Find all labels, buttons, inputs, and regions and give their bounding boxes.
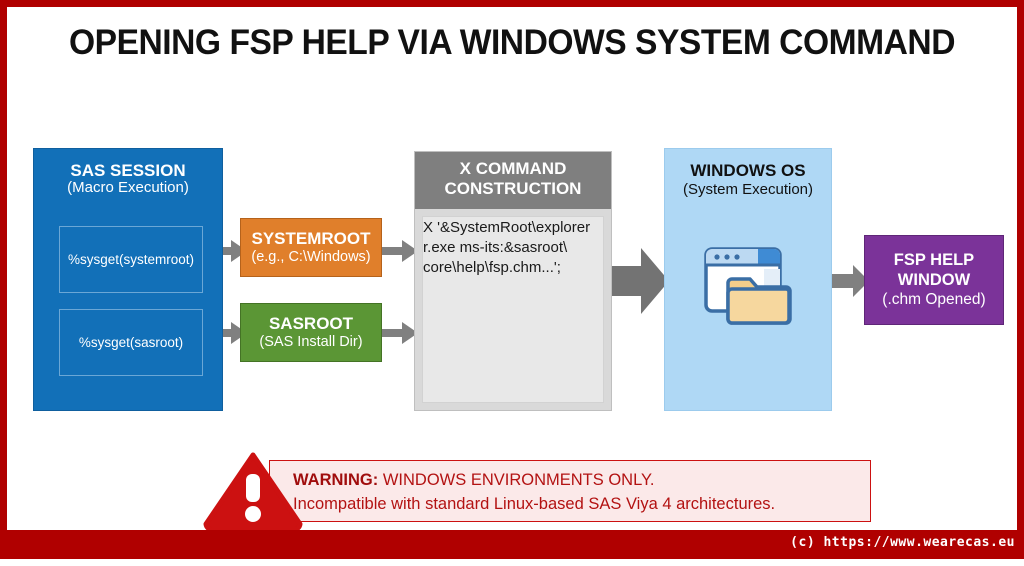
node-fsp-help-window[interactable]: FSP HELP WINDOW (.chm Opened) xyxy=(864,235,1004,325)
warning-box xyxy=(269,460,871,522)
diagram-canvas: SAS SESSION (Macro Execution) %sysget(sy… xyxy=(7,7,1024,566)
arrow-systemroot-to-xcommand xyxy=(380,240,418,262)
arrow-sas-to-sasroot xyxy=(207,322,247,344)
arrow-windows-to-fsphelp xyxy=(829,265,869,297)
x-command-body xyxy=(422,216,604,403)
systemroot-title: SYSTEMROOT xyxy=(251,229,371,249)
warning-triangle-icon xyxy=(203,452,303,530)
sas-session-header: SAS SESSION (Macro Execution) xyxy=(34,149,222,197)
warning-text: WARNING: WINDOWS ENVIRONMENTS ONLY. Inco… xyxy=(293,469,775,517)
sas-session-subtitle: (Macro Execution) xyxy=(67,179,189,197)
sasroot-title: SASROOT xyxy=(268,314,354,334)
macro-sysget-sasroot[interactable]: %sysget(sasroot) xyxy=(59,309,203,376)
x-command-text: X '&SystemRoot\explorer r.exe ms-its:&sa… xyxy=(423,219,591,276)
page-title: OPENING FSP HELP VIA WINDOWS SYSTEM COMM… xyxy=(68,23,955,62)
arrow-sasroot-to-xcommand xyxy=(380,322,418,344)
node-sas-session[interactable]: SAS SESSION (Macro Execution) %sysget(sy… xyxy=(33,148,223,411)
macro-sysget-systemroot[interactable]: %sysget(systemroot) xyxy=(59,226,203,293)
x-command-header: X COMMAND CONSTRUCTION xyxy=(415,152,611,209)
file-explorer-icon xyxy=(704,247,792,325)
macro-sysget-systemroot-label: %sysget(systemroot) xyxy=(67,252,195,267)
warning-headline: WINDOWS ENVIRONMENTS ONLY. xyxy=(378,471,655,489)
arrow-xcommand-to-windows xyxy=(611,248,669,314)
systemroot-subtitle: (e.g., C:\Windows) xyxy=(251,248,371,265)
macro-sysget-sasroot-label: %sysget(sasroot) xyxy=(78,335,184,350)
arrow-sas-to-systemroot xyxy=(207,240,247,262)
windows-os-title: WINDOWS OS xyxy=(690,161,806,180)
fsp-help-line1: FSP HELP xyxy=(893,250,975,269)
footer-credit: (c) https://www.wearecas.eu xyxy=(790,535,1015,550)
x-command-title-line1: X COMMAND xyxy=(459,159,567,178)
x-command-title-line2: CONSTRUCTION xyxy=(444,178,582,198)
node-windows-os[interactable]: WINDOWS OS (System Execution) xyxy=(664,148,832,411)
node-x-command-construction[interactable]: X COMMAND CONSTRUCTION X '&SystemRoot\ex… xyxy=(414,151,612,411)
warning-strong-label: WARNING: xyxy=(293,471,379,489)
node-systemroot[interactable]: SYSTEMROOT (e.g., C:\Windows) xyxy=(240,218,382,277)
fsp-help-line2: WINDOW xyxy=(897,270,971,289)
footer-bar: (c) https://www.wearecas.eu xyxy=(7,530,1024,559)
fsp-help-line3: (.chm Opened) xyxy=(882,290,986,308)
warning-detail: Incompatible with standard Linux-based S… xyxy=(293,494,776,513)
windows-os-header: WINDOWS OS (System Execution) xyxy=(665,149,831,198)
warning-banner: WARNING: WINDOWS ENVIRONMENTS ONLY. Inco… xyxy=(203,452,871,530)
node-sasroot[interactable]: SASROOT (SAS Install Dir) xyxy=(240,303,382,362)
sas-session-title: SAS SESSION xyxy=(70,161,186,180)
windows-os-subtitle: (System Execution) xyxy=(682,180,814,198)
sasroot-subtitle: (SAS Install Dir) xyxy=(259,333,363,350)
